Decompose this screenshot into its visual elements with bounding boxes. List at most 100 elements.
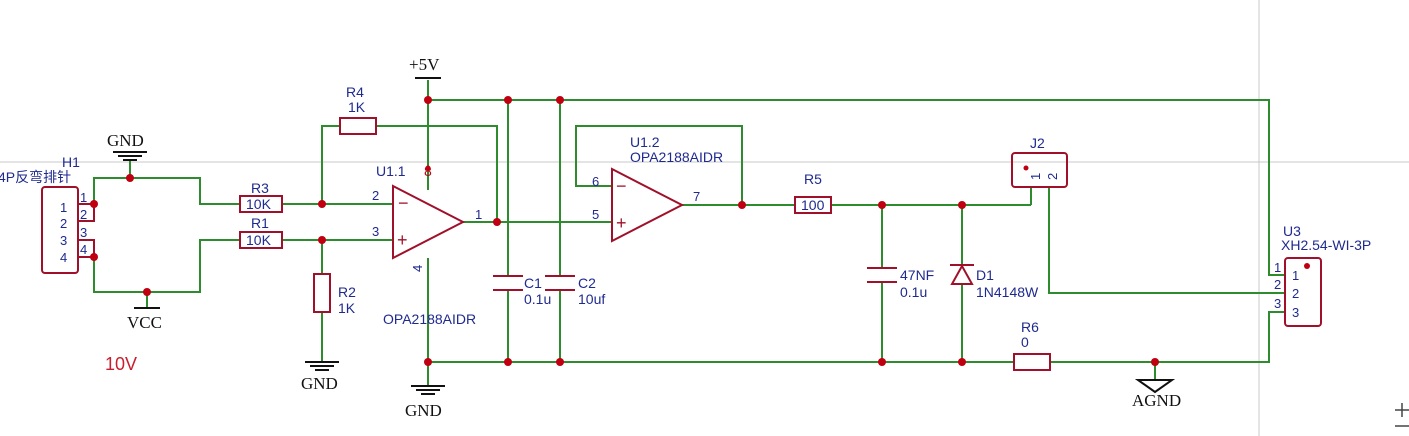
u1b-ref: U1.2 (630, 134, 660, 150)
gnd-top-label: GND (107, 131, 144, 150)
gnd-r2-label: GND (301, 374, 338, 393)
u1b-pin-out: 7 (693, 189, 700, 204)
c1-ref: C1 (524, 275, 542, 291)
r2-resistor[interactable]: R2 1K (313, 273, 356, 316)
r3-body (239, 195, 283, 213)
agnd-symbol: AGND (1132, 379, 1181, 410)
c3-value: 0.1u (900, 284, 927, 300)
c2-capacitor[interactable]: C2 10uf (545, 275, 605, 307)
r4-ref: R4 (346, 84, 364, 100)
r6-ref: R6 (1021, 319, 1039, 335)
u3-pad-1: 1 (1274, 260, 1281, 275)
h1-pad-2: 2 (80, 207, 87, 222)
h1-pin-2: 2 (60, 216, 67, 231)
r4-value: 1K (348, 99, 366, 115)
h1-value: 4P反弯排针 (0, 169, 71, 185)
u1a-value: OPA2188AIDR (383, 311, 476, 327)
junctions (90, 96, 1310, 366)
u1a-pin-out: 1 (475, 207, 482, 222)
u1a-plus: + (397, 230, 408, 250)
u1a-pin-vp: 8 (424, 163, 432, 179)
u3-pad-3: 3 (1274, 296, 1281, 311)
u3-ref: U3 (1283, 223, 1301, 239)
u1b-value: OPA2188AIDR (630, 149, 723, 165)
r1-value: 10K (246, 232, 272, 248)
j2-body (1011, 152, 1068, 188)
r5-resistor[interactable]: R5 100 (794, 171, 832, 214)
u3-body (1284, 257, 1322, 327)
c3-ref: 47NF (900, 267, 934, 283)
c1-capacitor[interactable]: C1 0.1u (493, 275, 551, 307)
h1-pad-4: 4 (80, 242, 87, 257)
h1-pad-3: 3 (80, 225, 87, 240)
u1a-minus: − (398, 193, 409, 213)
h1-ref: H1 (62, 154, 80, 170)
r6-resistor[interactable]: R6 0 (1013, 319, 1051, 371)
h1-connector[interactable]: H1 4P反弯排针 1 2 3 4 1 2 3 4 (0, 154, 95, 274)
u1a-pin-inv: 2 (372, 188, 379, 203)
h1-pad-1: 1 (80, 190, 87, 205)
d1-diode[interactable]: D1 1N4148W (950, 263, 1039, 300)
u1a-body (392, 184, 466, 260)
u1a-pin-noninv: 3 (372, 224, 379, 239)
r2-ref: R2 (338, 284, 356, 300)
gnd-symbol-top: GND (107, 131, 147, 161)
u1b-pin-inv: 6 (592, 174, 599, 189)
u1b-body (611, 167, 685, 243)
u3-pin-3: 3 (1292, 305, 1299, 320)
c2-value: 10uf (578, 291, 605, 307)
u3-connector[interactable]: U3 XH2.54-WI-3P 1 2 3 1 2 3 (1274, 223, 1371, 327)
r1-resistor[interactable]: R1 10K (239, 215, 283, 249)
u3-pin-1: 1 (1292, 268, 1299, 283)
r6-value: 0 (1021, 334, 1029, 350)
u1b-opamp[interactable]: U1.2 OPA2188AIDR − + 6 5 7 (592, 134, 723, 243)
r4-body (339, 117, 377, 135)
j2-connector[interactable]: J2 1 2 (1011, 135, 1068, 188)
d1-body (950, 263, 974, 285)
u1a-pin-vn: 4 (410, 265, 425, 272)
gnd-symbol-r2: GND (301, 361, 339, 393)
agnd-label: AGND (1132, 391, 1181, 410)
d1-ref: D1 (976, 267, 994, 283)
r3-ref: R3 (251, 180, 269, 196)
vcc-label: VCC (127, 313, 162, 332)
gnd-opamp-label: GND (405, 401, 442, 420)
u3-value: XH2.54-WI-3P (1281, 237, 1371, 253)
r5-ref: R5 (804, 171, 822, 187)
c1-value: 0.1u (524, 291, 551, 307)
h1-pin-4: 4 (60, 250, 67, 265)
vcc-symbol: VCC (127, 307, 162, 332)
r3-resistor[interactable]: R3 10K (239, 180, 283, 213)
c2-ref: C2 (578, 275, 596, 291)
gnd-symbol-opamp: GND (405, 385, 445, 420)
j2-pin-1: 1 (1028, 173, 1043, 180)
r1-body (239, 231, 283, 249)
u1a-ref: U1.1 (376, 163, 406, 179)
r1-ref: R1 (251, 215, 269, 231)
r4-resistor[interactable]: R4 1K (339, 84, 377, 135)
r6-body (1013, 353, 1051, 371)
crosshair-marks (1395, 403, 1409, 427)
r3-value: 10K (246, 196, 272, 212)
h1-body (41, 186, 79, 274)
voltage-note: 10V (105, 354, 137, 374)
j2-pin-2: 2 (1045, 173, 1060, 180)
u3-pad-2: 2 (1274, 277, 1281, 292)
d1-value: 1N4148W (976, 284, 1039, 300)
r2-value: 1K (338, 300, 356, 316)
c3-capacitor[interactable]: 47NF 0.1u (867, 267, 934, 300)
p5v-label: +5V (409, 55, 440, 74)
h1-pin-3: 3 (60, 233, 67, 248)
r5-body (794, 196, 832, 214)
u1a-opamp[interactable]: U1.1 8 − + 2 3 1 4 OPA2188AIDR (372, 163, 482, 327)
r5-value: 100 (801, 197, 825, 213)
u1b-pin-noninv: 5 (592, 207, 599, 222)
p5v-symbol: +5V (409, 55, 441, 79)
u1b-minus: − (616, 176, 627, 196)
h1-pin-1: 1 (60, 200, 67, 215)
j2-ref: J2 (1030, 135, 1045, 151)
u3-pin-2: 2 (1292, 286, 1299, 301)
u1b-plus: + (616, 213, 627, 233)
